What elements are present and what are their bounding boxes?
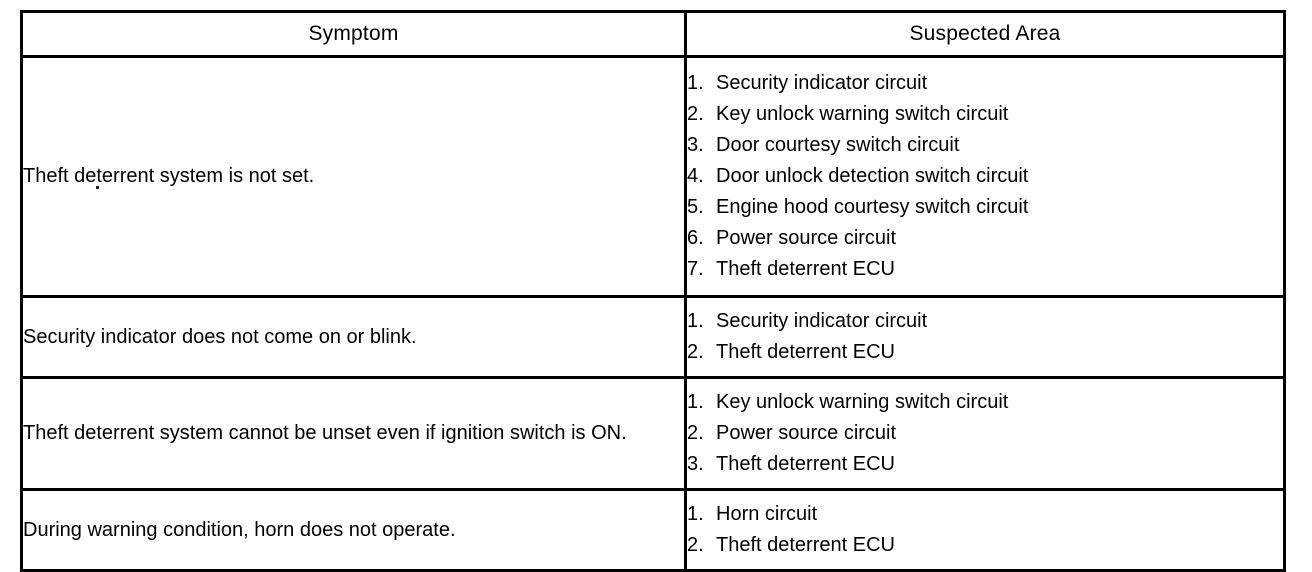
list-item: 4. Door unlock detection switch circuit	[687, 161, 1283, 192]
scan-artifact-speck	[96, 186, 99, 189]
list-item-number: 2.	[687, 422, 704, 444]
symptom-cell: Theft deterrent system is not set.	[20, 55, 687, 298]
suspected-area-cell: 1. Horn circuit 2. Theft deterrent ECU	[684, 488, 1286, 572]
suspected-area-cell: 1. Security indicator circuit 2. Key unl…	[684, 55, 1286, 298]
symptom-text: Theft deterrent system is not set.	[23, 165, 315, 187]
symptom-text: Security indicator does not come on or b…	[23, 325, 417, 348]
list-item-label: Key unlock warning switch circuit	[716, 391, 1009, 413]
list-item-number: 3.	[687, 453, 704, 475]
list-item-number: 1.	[687, 310, 704, 332]
list-item-label: Theft deterrent ECU	[716, 453, 895, 475]
list-item-number: 5.	[687, 196, 704, 218]
symptom-cell: Security indicator does not come on or b…	[20, 295, 687, 379]
suspected-area-cell: 1. Key unlock warning switch circuit 2. …	[684, 376, 1286, 491]
table-row: Theft deterrent system cannot be unset e…	[20, 376, 1286, 491]
list-item-label: Key unlock warning switch circuit	[716, 103, 1009, 125]
list-item: 2. Theft deterrent ECU	[687, 337, 1283, 368]
suspected-area-list: 1. Horn circuit 2. Theft deterrent ECU	[687, 499, 1283, 561]
list-item-number: 7.	[687, 258, 704, 280]
list-item-label: Security indicator circuit	[716, 72, 928, 94]
list-item: 6. Power source circuit	[687, 223, 1283, 254]
list-item: 5. Engine hood courtesy switch circuit	[687, 192, 1283, 223]
list-item-label: Theft deterrent ECU	[716, 258, 895, 280]
list-item-label: Security indicator circuit	[716, 310, 928, 332]
troubleshooting-table: Symptom Suspected Area Theft deterrent s…	[20, 10, 1286, 572]
list-item: 1. Security indicator circuit	[687, 68, 1283, 99]
list-item-label: Door unlock detection switch circuit	[716, 165, 1029, 187]
list-item-number: 1.	[687, 72, 704, 94]
list-item-label: Door courtesy switch circuit	[716, 134, 960, 156]
list-item-label: Power source circuit	[716, 422, 897, 444]
list-item-number: 4.	[687, 165, 704, 187]
suspected-area-list: 1. Key unlock warning switch circuit 2. …	[687, 387, 1283, 480]
list-item-number: 1.	[687, 503, 704, 525]
list-item: 3. Theft deterrent ECU	[687, 449, 1283, 480]
column-header-symptom: Symptom	[20, 10, 687, 58]
list-item-number: 1.	[687, 391, 704, 413]
column-header-suspected-area: Suspected Area	[684, 10, 1286, 58]
list-item-label: Engine hood courtesy switch circuit	[716, 196, 1029, 218]
list-item: 7. Theft deterrent ECU	[687, 254, 1283, 285]
list-item: 3. Door courtesy switch circuit	[687, 130, 1283, 161]
list-item-label: Theft deterrent ECU	[716, 341, 895, 363]
list-item: 2. Key unlock warning switch circuit	[687, 99, 1283, 130]
symptom-cell: During warning condition, horn does not …	[20, 488, 687, 572]
list-item: 2. Theft deterrent ECU	[687, 530, 1283, 561]
list-item: 1. Security indicator circuit	[687, 306, 1283, 337]
list-item-number: 2.	[687, 534, 704, 556]
list-item-label: Horn circuit	[716, 503, 818, 525]
list-item-number: 3.	[687, 134, 704, 156]
suspected-area-cell: 1. Security indicator circuit 2. Theft d…	[684, 295, 1286, 379]
table-row: Theft deterrent system is not set. 1. Se…	[20, 55, 1286, 298]
symptom-text: During warning condition, horn does not …	[23, 518, 456, 541]
list-item: 1. Horn circuit	[687, 499, 1283, 530]
symptom-text: Theft deterrent system cannot be unset e…	[23, 422, 627, 444]
suspected-area-list: 1. Security indicator circuit 2. Theft d…	[687, 306, 1283, 368]
suspected-area-list: 1. Security indicator circuit 2. Key unl…	[687, 68, 1283, 285]
list-item-number: 2.	[687, 103, 704, 125]
symptom-cell: Theft deterrent system cannot be unset e…	[20, 376, 687, 491]
table-header-row: Symptom Suspected Area	[20, 10, 1286, 58]
list-item: 1. Key unlock warning switch circuit	[687, 387, 1283, 418]
list-item-number: 6.	[687, 227, 704, 249]
table-row: During warning condition, horn does not …	[20, 488, 1286, 572]
list-item: 2. Power source circuit	[687, 418, 1283, 449]
table-body: Theft deterrent system is not set. 1. Se…	[20, 55, 1286, 572]
list-item-label: Theft deterrent ECU	[716, 534, 895, 556]
table-row: Security indicator does not come on or b…	[20, 295, 1286, 379]
list-item-number: 2.	[687, 341, 704, 363]
list-item-label: Power source circuit	[716, 227, 897, 249]
